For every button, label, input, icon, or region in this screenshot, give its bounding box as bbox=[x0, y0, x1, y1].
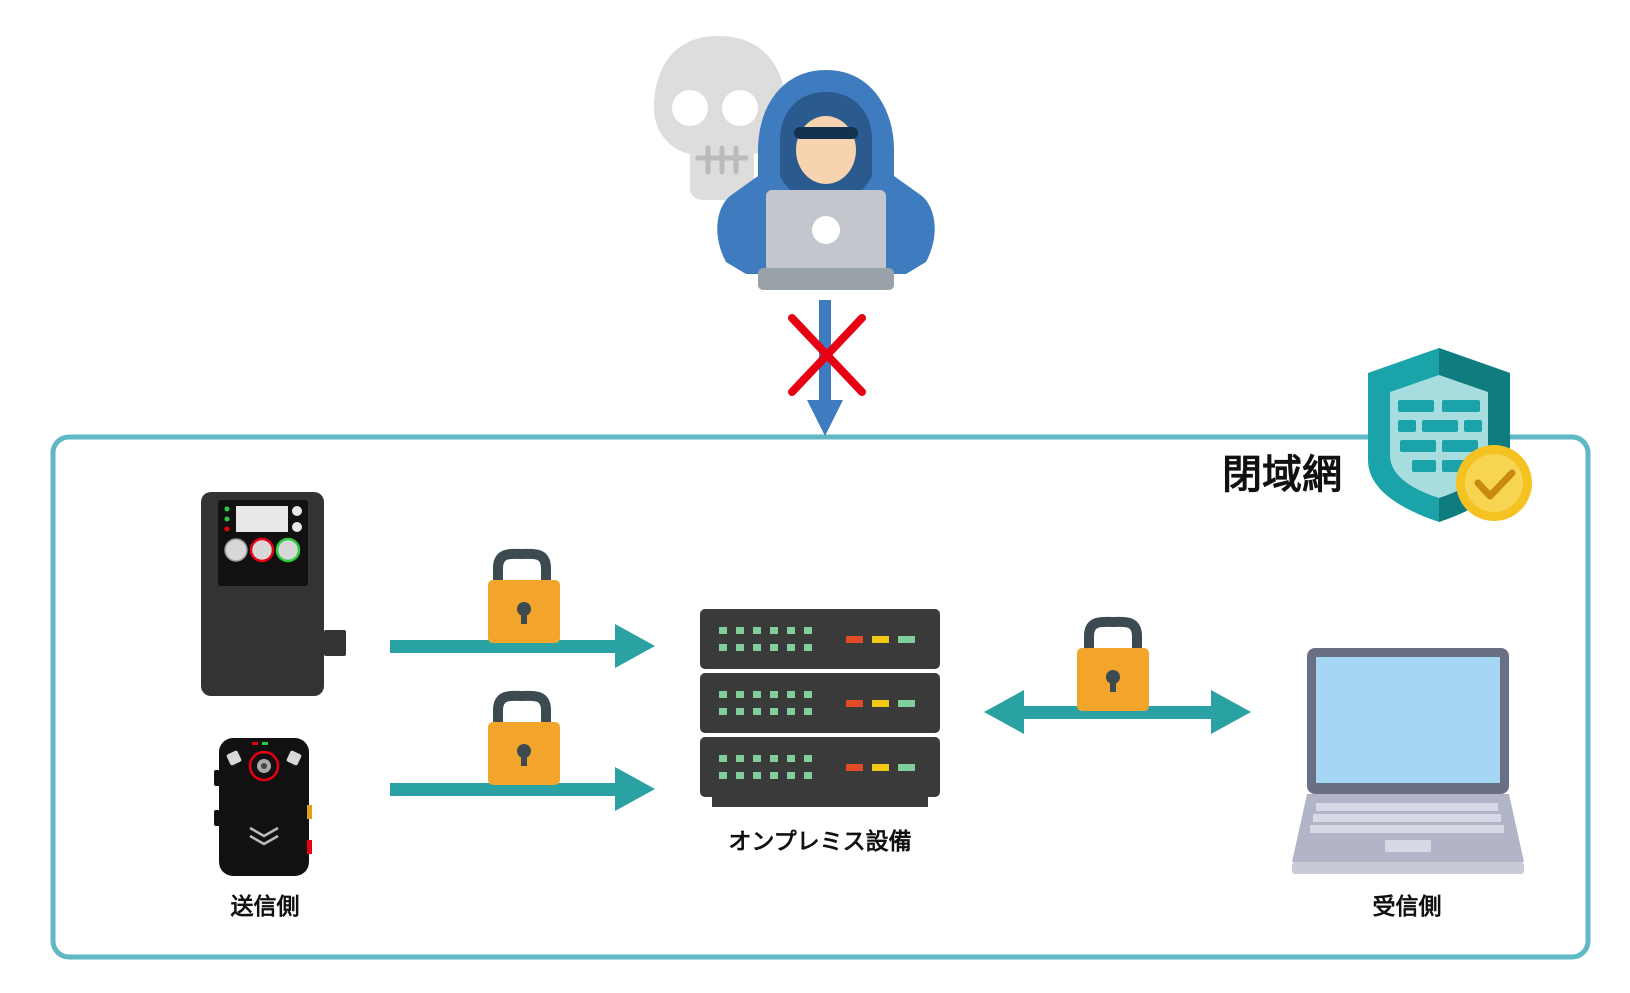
server-label: オンプレミス設備 bbox=[728, 828, 911, 855]
hacker-icon bbox=[717, 70, 935, 290]
body-camera-icon bbox=[214, 738, 312, 876]
encrypted-arrow-top bbox=[390, 624, 655, 668]
network-title: 閉域網 bbox=[1222, 452, 1342, 498]
server-rack-icon bbox=[700, 609, 940, 807]
sender-label: 送信側 bbox=[231, 893, 300, 920]
padlock-icon bbox=[1077, 616, 1149, 711]
laptop-icon bbox=[1292, 648, 1524, 874]
padlock-icon bbox=[488, 690, 560, 785]
shield-check-icon bbox=[1368, 348, 1532, 522]
closed-network-frame bbox=[50, 434, 1591, 960]
block-cross-icon bbox=[788, 314, 866, 396]
receiver-label: 受信側 bbox=[1373, 893, 1442, 920]
padlock-icon bbox=[488, 548, 560, 643]
skull-icon bbox=[654, 36, 786, 200]
encrypted-arrow-bottom bbox=[390, 767, 655, 811]
encrypted-bidirectional-arrow bbox=[984, 690, 1251, 734]
handheld-recorder-icon bbox=[201, 492, 346, 696]
